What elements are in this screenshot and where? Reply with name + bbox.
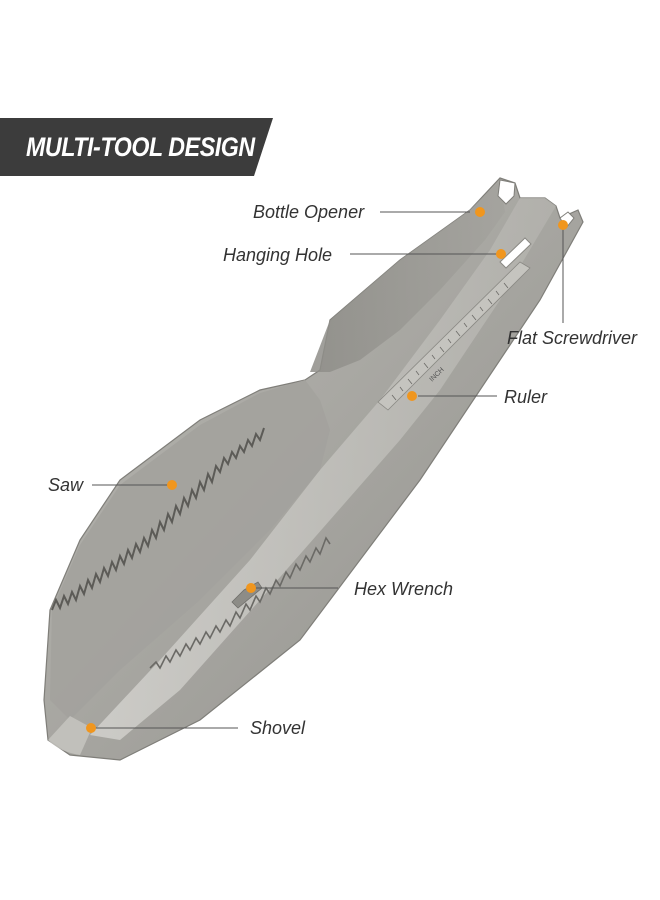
serrated-edge [149, 536, 331, 670]
shovel-tip [48, 716, 92, 755]
hanging-hole [499, 237, 532, 269]
label-bottle-opener: Bottle Opener [253, 202, 365, 222]
marker-shovel [86, 723, 96, 733]
banner-title: MULTI-TOOL DESIGN [26, 132, 255, 162]
tool-inner-face [310, 180, 505, 372]
callout-markers [86, 207, 568, 733]
label-hex-wrench: Hex Wrench [354, 579, 454, 599]
callout-lines [92, 211, 564, 729]
bottle-opener-notch [497, 179, 516, 205]
saw-teeth [51, 427, 265, 611]
marker-saw [167, 480, 177, 490]
design-banner: MULTI-TOOL DESIGN [0, 118, 273, 176]
label-saw: Saw [48, 475, 84, 495]
marker-hex-wrench [246, 583, 256, 593]
ruler-ticks [391, 282, 509, 401]
label-ruler: Ruler [504, 387, 548, 407]
label-flat-screwdriver: Flat Screwdriver [507, 328, 638, 348]
label-shovel: Shovel [250, 718, 306, 738]
banner-background [0, 118, 273, 176]
marker-hanging-hole [496, 249, 506, 259]
ruler-strip [377, 261, 531, 411]
marker-ruler [407, 391, 417, 401]
saw-blade [50, 380, 330, 720]
marker-flat-screwdriver [558, 220, 568, 230]
label-hanging-hole: Hanging Hole [223, 245, 333, 265]
marker-bottle-opener [475, 207, 485, 217]
tool-spine [90, 198, 556, 740]
